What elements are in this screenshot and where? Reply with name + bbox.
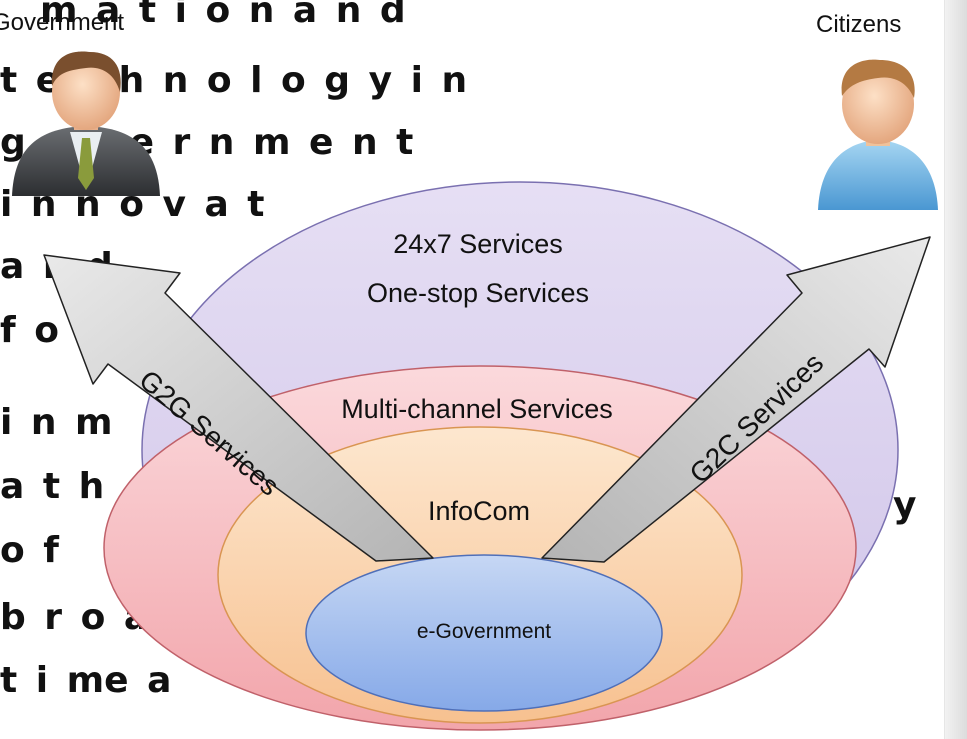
government-person-icon [12,51,160,196]
bg-text-line: a t h [0,466,105,507]
egov-core-ellipse [305,554,663,712]
bg-text-line: y [893,485,917,526]
bg-text-line: f o [0,310,59,351]
outer-label-line1: 24x7 Services [393,229,563,259]
right-edge-strip [944,0,967,739]
bg-text-line: o f [0,530,59,571]
multichannel-label: Multi-channel Services [341,394,613,424]
citizens-label: Citizens [816,11,901,38]
infocom-label: InfoCom [428,496,530,526]
citizen-person-icon [818,59,938,210]
outer-label-line2: One-stop Services [367,278,589,308]
bg-text-line: m a t i o n a n d [40,0,406,31]
egov-core-label: e-Government [417,620,551,643]
bg-text-line: i n m [0,402,113,443]
bg-text-line: t i me a [0,660,172,701]
government-label: Government [0,9,124,36]
